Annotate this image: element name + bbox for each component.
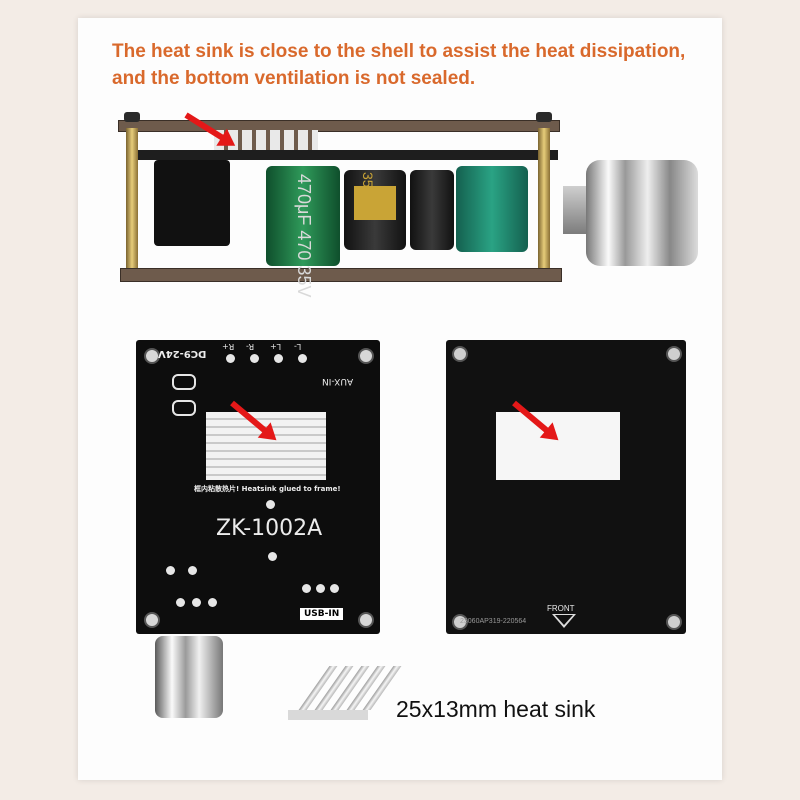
heat-sink-contact-area bbox=[496, 412, 620, 480]
aux-in-label: AUX-IN bbox=[322, 376, 354, 386]
mount-hole-bl bbox=[452, 614, 468, 630]
model-label: ZK-1002A bbox=[216, 516, 323, 541]
capacitor-label: 470μF 470 35V bbox=[294, 174, 314, 298]
headline-line-1: The heat sink is close to the shell to a… bbox=[112, 41, 686, 62]
solder-pad bbox=[302, 584, 311, 593]
heat-sink-fins-side bbox=[214, 130, 318, 150]
mount-hole-br bbox=[358, 612, 374, 628]
board-back: DC9-24V R+ R- L+ L- AUX-IN 框内粘散热片! Heats… bbox=[136, 340, 380, 634]
usb-in-label: USB-IN bbox=[300, 608, 344, 620]
solder-pad bbox=[176, 598, 185, 607]
dc-jack bbox=[154, 160, 230, 246]
back-plate: FRONT 23060AP319-220564 bbox=[446, 340, 686, 634]
bottom-plate bbox=[120, 268, 562, 282]
mount-hole-tr bbox=[358, 348, 374, 364]
voltage-label: DC9-24V bbox=[158, 348, 207, 359]
top-plate bbox=[118, 120, 560, 132]
screw-head-right bbox=[536, 112, 552, 122]
mount-hole-tr bbox=[666, 346, 682, 362]
solder-pad bbox=[192, 598, 201, 607]
inductor-teal bbox=[456, 166, 528, 252]
screw-head-left bbox=[124, 112, 140, 122]
mount-hole-tl bbox=[144, 348, 160, 364]
solder-pad bbox=[226, 354, 235, 363]
chip-heat-sink bbox=[206, 412, 326, 480]
mount-hole-tl bbox=[452, 346, 468, 362]
solder-pad bbox=[250, 354, 259, 363]
solder-pad bbox=[330, 584, 339, 593]
headline-line-2: and the bottom ventilation is not sealed… bbox=[112, 68, 476, 89]
serial-label: 23060AP319-220564 bbox=[460, 618, 527, 625]
solder-pad bbox=[208, 598, 217, 607]
slot-pad bbox=[172, 400, 196, 416]
pin-label-r-minus: R- bbox=[246, 342, 255, 351]
solder-pad bbox=[166, 566, 175, 575]
pin-label-r-plus: R+ bbox=[222, 342, 235, 351]
solder-pad bbox=[268, 552, 277, 561]
solder-pad bbox=[274, 354, 283, 363]
front-label: FRONT bbox=[547, 604, 575, 613]
heatsink-note: 框内粘散热片! Heatsink glued to frame! bbox=[194, 485, 341, 493]
slot-pad bbox=[172, 374, 196, 390]
pin-label-l-minus: L- bbox=[294, 342, 302, 351]
left-standoff bbox=[126, 128, 138, 268]
pin-label-l-plus: L+ bbox=[270, 342, 282, 351]
circuit-board-edge bbox=[126, 150, 558, 160]
heat-sink-base bbox=[288, 710, 368, 720]
volume-knob-front bbox=[155, 636, 223, 718]
solder-pad bbox=[188, 566, 197, 575]
mount-hole-br bbox=[666, 614, 682, 630]
solder-pad bbox=[298, 354, 307, 363]
headline: The heat sink is close to the shell to a… bbox=[112, 38, 702, 92]
solder-pad bbox=[316, 584, 325, 593]
capacitor-stripe-1 bbox=[354, 186, 396, 220]
capacitor-black-2 bbox=[410, 170, 454, 250]
heat-sink-caption: 25x13mm heat sink bbox=[396, 696, 596, 722]
right-standoff bbox=[538, 128, 550, 268]
side-view-photo: 470μF 470 35V 35 bbox=[118, 108, 708, 298]
front-arrow-icon bbox=[552, 614, 576, 628]
mount-hole-bl bbox=[144, 612, 160, 628]
capacitor-green bbox=[266, 166, 340, 266]
solder-pad bbox=[266, 500, 275, 509]
loose-heat-sink bbox=[288, 666, 402, 724]
capacitor-label-small: 35 bbox=[360, 172, 376, 188]
volume-knob bbox=[586, 160, 698, 266]
